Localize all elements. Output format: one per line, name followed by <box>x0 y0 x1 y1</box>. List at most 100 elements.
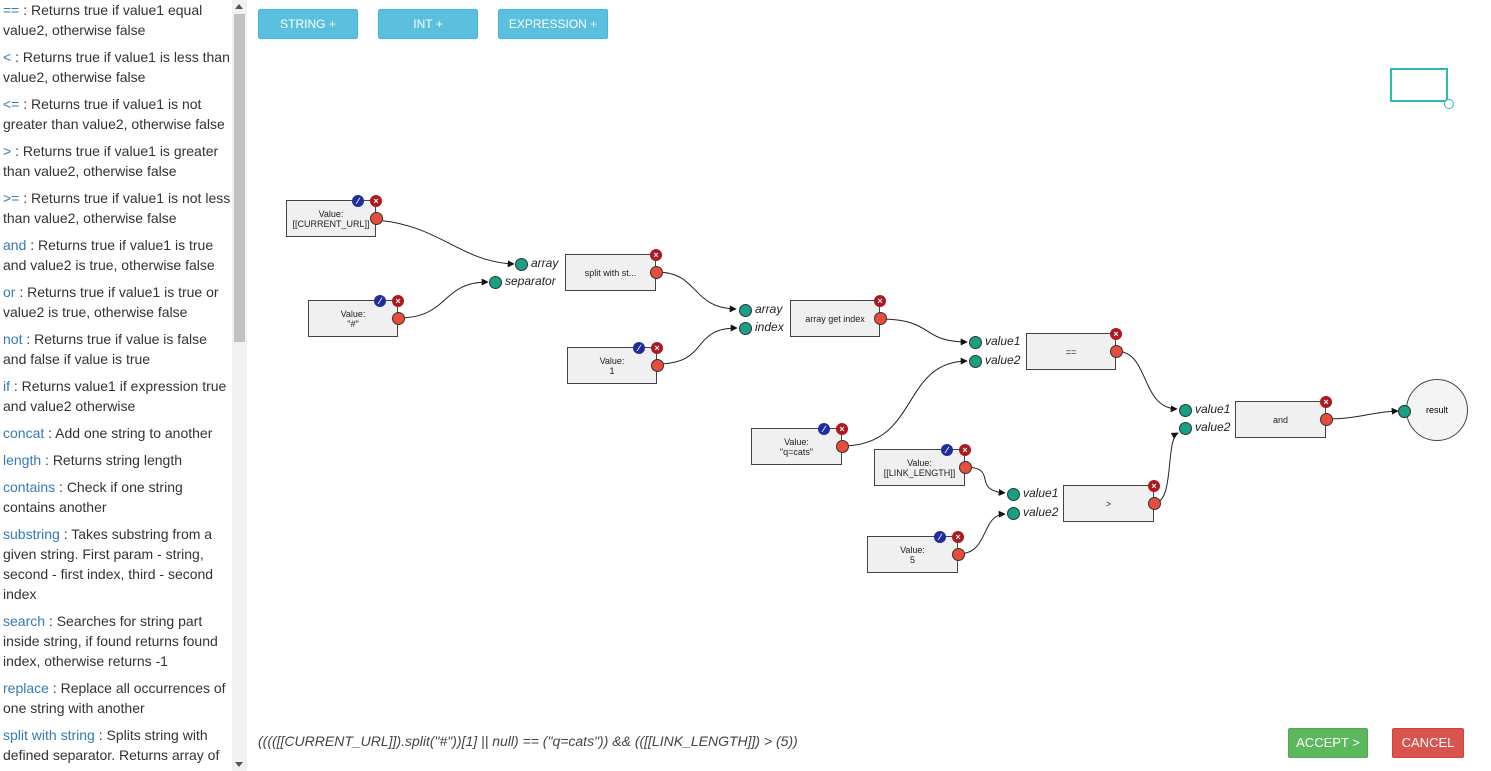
input-port[interactable] <box>1006 506 1020 520</box>
edit-node-icon[interactable]: ∕ <box>934 531 946 543</box>
output-port[interactable] <box>649 266 663 279</box>
port-label-value2: value2 <box>985 353 1021 367</box>
doc-keyword: < <box>3 49 12 65</box>
doc-description: : Returns true if value1 equal value2, o… <box>3 2 203 38</box>
edit-node-icon[interactable]: ∕ <box>941 444 953 456</box>
minimap-resize-handle[interactable] <box>1444 99 1454 109</box>
edge-one-to-index <box>656 324 738 365</box>
output-port[interactable] <box>835 440 849 453</box>
delete-node-icon[interactable]: × <box>836 423 848 435</box>
port-label-array: array <box>531 256 559 270</box>
accept-button[interactable]: ACCEPT > <box>1288 728 1368 758</box>
doc-item: <= : Returns true if value1 is not great… <box>0 94 232 141</box>
input-port[interactable] <box>514 257 528 271</box>
node-label: split with st... <box>584 267 637 278</box>
input-port[interactable] <box>488 275 502 289</box>
output-port[interactable] <box>1109 345 1123 358</box>
result-input-port[interactable] <box>1397 404 1411 418</box>
node-array-get-index[interactable]: array get index <box>790 300 880 337</box>
output-port[interactable] <box>369 212 383 225</box>
expression-formula: (((([[CURRENT_URL]]).split("#"))[1] || n… <box>258 733 798 749</box>
scroll-down-icon[interactable] <box>235 762 243 767</box>
add-expression-button[interactable]: EXPRESSION + <box>498 9 608 39</box>
sidebar-scrollbar[interactable] <box>232 0 247 771</box>
doc-keyword: > <box>3 143 12 159</box>
input-port[interactable] <box>968 335 982 349</box>
output-port[interactable] <box>873 312 887 325</box>
node-one[interactable]: Value: 1 <box>567 347 657 384</box>
node-current-url[interactable]: Value: [[CURRENT_URL]] <box>286 200 376 237</box>
doc-description: : Add one string to another <box>44 425 213 441</box>
add-int-button[interactable]: INT + <box>378 9 478 39</box>
delete-node-icon[interactable]: × <box>651 342 663 354</box>
doc-item: and : Returns true if value1 is true and… <box>0 235 232 282</box>
doc-description: : Returns true if value1 is not less tha… <box>3 190 231 226</box>
node-five[interactable]: Value: 5 <box>867 536 958 573</box>
node-link-length[interactable]: Value: [[LINK_LENGTH]] <box>874 449 965 486</box>
scroll-up-icon[interactable] <box>235 4 243 9</box>
doc-keyword: replace <box>3 680 49 696</box>
port-label-index: index <box>755 320 784 334</box>
doc-description: : Searches for string part inside string… <box>3 613 218 669</box>
doc-description: : Returns string length <box>41 452 183 468</box>
delete-node-icon[interactable]: × <box>392 295 404 307</box>
input-port[interactable] <box>738 303 752 317</box>
doc-keyword: concat <box>3 425 45 441</box>
edge-hash-to-separator <box>397 278 489 319</box>
doc-item: not : Returns true if value is false and… <box>0 329 232 376</box>
output-port[interactable] <box>1319 413 1333 426</box>
cancel-button[interactable]: CANCEL <box>1392 728 1464 758</box>
node-gt[interactable]: > <box>1063 485 1154 522</box>
doc-item: concat : Add one string to another <box>0 423 232 450</box>
result-label: result <box>1425 405 1448 415</box>
input-port[interactable] <box>968 354 982 368</box>
doc-item: >= : Returns true if value1 is not less … <box>0 188 232 235</box>
delete-node-icon[interactable]: × <box>959 444 971 456</box>
delete-node-icon[interactable]: × <box>874 295 886 307</box>
result-node[interactable]: result <box>1406 379 1468 441</box>
delete-node-icon[interactable]: × <box>370 195 382 207</box>
edit-node-icon[interactable]: ∕ <box>818 423 830 435</box>
delete-node-icon[interactable]: × <box>650 249 662 261</box>
input-port[interactable] <box>1006 487 1020 501</box>
edit-node-icon[interactable]: ∕ <box>374 295 386 307</box>
doc-item: split with string : Splits string with d… <box>0 725 232 771</box>
edit-node-icon[interactable]: ∕ <box>352 195 364 207</box>
delete-node-icon[interactable]: × <box>952 531 964 543</box>
port-label-value1: value1 <box>985 334 1021 348</box>
doc-item: < : Returns true if value1 is less than … <box>0 47 232 94</box>
doc-description: : Returns true if value1 is less than va… <box>3 49 230 85</box>
output-port[interactable] <box>650 359 664 372</box>
scroll-thumb[interactable] <box>234 14 245 342</box>
node-and[interactable]: and <box>1235 401 1326 438</box>
doc-item: replace : Replace all occurrences of one… <box>0 678 232 725</box>
port-label-value1: value1 <box>1023 486 1059 500</box>
output-port[interactable] <box>391 312 405 325</box>
minimap[interactable] <box>1390 68 1448 102</box>
doc-keyword: not <box>3 331 23 347</box>
output-port[interactable] <box>1147 497 1161 510</box>
input-port[interactable] <box>1178 421 1192 435</box>
doc-keyword: and <box>3 237 27 253</box>
delete-node-icon[interactable]: × <box>1320 396 1332 408</box>
doc-item: == : Returns true if value1 equal value2… <box>0 0 232 47</box>
doc-description: : Check if one string contains another <box>3 479 183 515</box>
doc-description: : Returns true if value1 is true and val… <box>3 237 215 273</box>
delete-node-icon[interactable]: × <box>1110 328 1122 340</box>
input-port[interactable] <box>1178 403 1192 417</box>
delete-node-icon[interactable]: × <box>1148 480 1160 492</box>
node-q-cats[interactable]: Value: "q=cats" <box>751 428 842 465</box>
add-string-button[interactable]: STRING + <box>258 9 358 39</box>
port-label-separator: separator <box>505 274 556 288</box>
node-hash[interactable]: Value: "#" <box>308 300 398 337</box>
output-port[interactable] <box>951 548 965 561</box>
node-label: Value: 5 <box>900 544 925 565</box>
doc-keyword: == <box>3 2 20 18</box>
input-port[interactable] <box>738 321 752 335</box>
node-split[interactable]: split with st... <box>565 254 656 291</box>
doc-keyword: or <box>3 284 16 300</box>
edit-node-icon[interactable]: ∕ <box>633 342 645 354</box>
output-port[interactable] <box>958 461 972 474</box>
node-eq[interactable]: == <box>1026 333 1116 370</box>
